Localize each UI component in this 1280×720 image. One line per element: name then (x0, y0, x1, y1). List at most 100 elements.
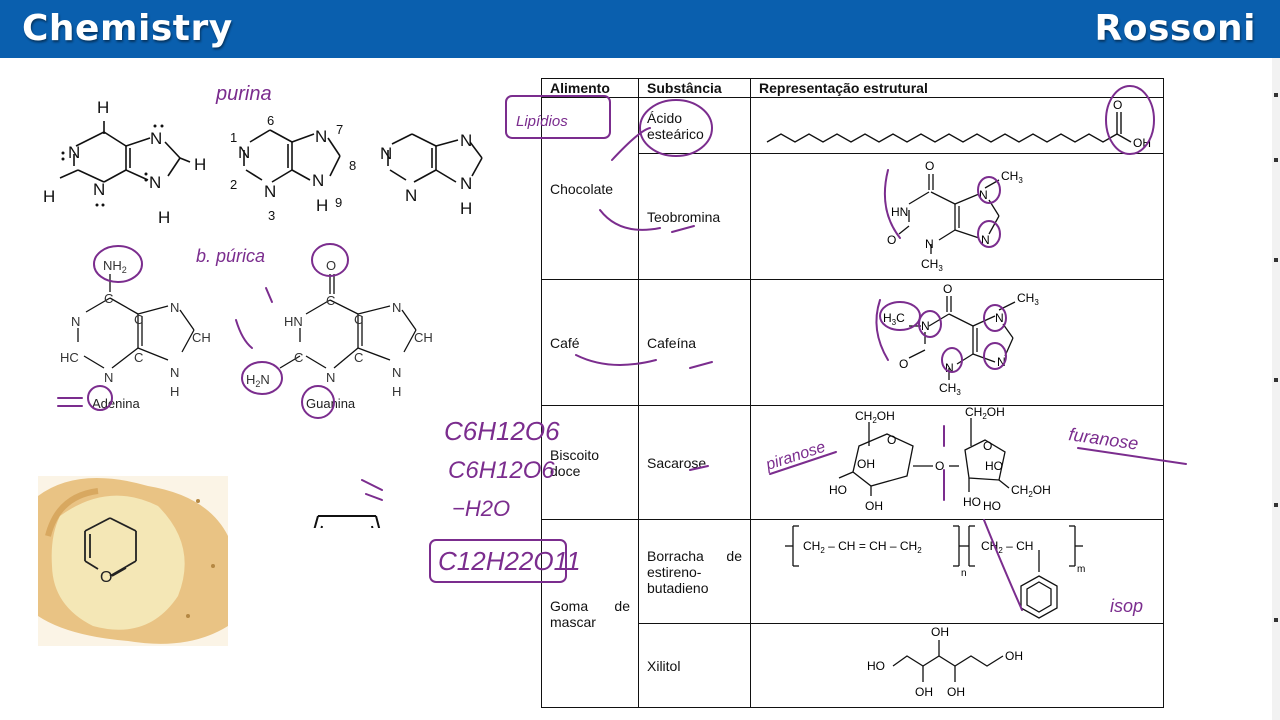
atom-n: N (460, 174, 472, 193)
furan-structure (313, 515, 381, 528)
atom-o: O (326, 258, 336, 273)
ch-text: CH (939, 381, 956, 395)
position-number: 1 (230, 130, 237, 145)
atom-n: N (170, 365, 179, 380)
cell-food: Café (541, 279, 639, 406)
cell-structure-stearic: O OH (750, 97, 1164, 154)
ch-text: CH (855, 409, 872, 423)
atom-oh: OH (865, 499, 883, 513)
sbr-chain-2: CH2 – CH (981, 539, 1033, 555)
subscript-m: m (1077, 564, 1085, 575)
cell-structure-theobromine: O CH3 HN N N O N CH3 (750, 153, 1164, 280)
atom-n: N (315, 127, 327, 146)
header-alimento: Alimento (541, 78, 639, 98)
cell-substance: Ácido esteárico (638, 97, 751, 154)
purine-structures: H N N N N H H H N N N N H 1 2 3 6 7 (43, 98, 483, 528)
atom-n: N (264, 182, 276, 201)
ch-text: CH (1016, 539, 1033, 553)
subscript: 2 (122, 265, 127, 275)
atom-o: O (899, 357, 908, 371)
atom-c: C (354, 312, 363, 327)
adenine-atoms: NH2 C N HC N C C N CH N H (60, 258, 211, 399)
atom-n: N (170, 300, 179, 315)
sbr-structure: CH2 – CH = CH – CH2 CH2 – CH n m (785, 525, 1085, 619)
cell-structure-sucrose: CH2OH CH2OH O OH O O HO HO OH HO CH2OH H… (750, 405, 1164, 520)
atom-o: O (925, 159, 934, 173)
purine-numbers: 1 2 3 6 7 8 9 (230, 113, 356, 223)
position-number: 3 (268, 208, 275, 223)
atom-o: O (983, 439, 992, 453)
h-text: H (246, 372, 255, 387)
atom-oh: OH (931, 625, 949, 639)
cell-substance: Sacarose (638, 405, 751, 520)
xylitol-structure: OH HO OH OH OH (867, 625, 1023, 699)
table-row: Chocolate Ácido esteárico O OH (541, 97, 1164, 280)
purine-skeletal-atoms: N N N N H (380, 131, 472, 218)
atom-ho: HO (963, 495, 981, 509)
atom-h-top: H (97, 98, 109, 117)
right-edge-strip (1272, 58, 1280, 720)
atom-h-left: H (43, 187, 55, 206)
subscript-n: n (961, 568, 967, 579)
table-row: Xilitol OH HO OH OH OH (542, 623, 1164, 708)
atom-n: N (238, 143, 250, 162)
atom-o: O (887, 233, 896, 247)
purine-numbered (243, 129, 341, 183)
atom-ch2oh: CH2OH (1011, 483, 1051, 499)
atom-ho: HO (985, 459, 1003, 473)
stearic-acid-structure: O OH (766, 98, 1151, 150)
atom-oh: OH (947, 685, 965, 699)
subscript: 3 (956, 388, 961, 397)
ch-text: CH (838, 539, 855, 553)
position-number: 7 (336, 122, 343, 137)
purine-skeletal (387, 133, 483, 183)
atom-c: C (354, 350, 363, 365)
atom-n: N (392, 300, 401, 315)
header-substancia: Substância (638, 78, 751, 98)
atom-h: H (316, 196, 328, 215)
atom-n: N (945, 361, 954, 375)
atom-oh: OH (1133, 136, 1151, 150)
ch-text: CH (965, 406, 982, 419)
sucrose-structure: CH2OH CH2OH O OH O O HO HO OH HO CH2OH H… (829, 405, 1051, 513)
atom-o: O (943, 282, 952, 296)
table-row: Goma de mascar Borracha de estireno-buta… (541, 519, 1164, 708)
atom-ho: HO (829, 483, 847, 497)
ch-text: CH (1017, 291, 1034, 305)
atom-oh: OH (1005, 649, 1023, 663)
cell-food: Chocolate (541, 97, 639, 280)
cell-structure-xylitol: OH HO OH OH OH (750, 623, 1164, 708)
atom-o: O (1113, 98, 1122, 112)
position-number: 2 (230, 177, 237, 192)
atom-ch: CH3 (1017, 291, 1039, 307)
atom-n: N (405, 186, 417, 205)
ch-text: CH (981, 539, 998, 553)
purine-numbered-atoms: N N N N H (238, 127, 328, 215)
header-title-left: Chemistry (22, 8, 233, 49)
cell-structure-caffeine: O CH3 H3C N N N O N CH3 (750, 279, 1164, 406)
cell-food: Goma de mascar (541, 519, 639, 708)
cell-substance: Teobromina (638, 153, 751, 280)
atom-c: C (104, 291, 113, 306)
atom-c: C (294, 350, 303, 365)
atom-n1: N (68, 143, 80, 162)
ch-text: CH (900, 539, 917, 553)
header-title-right: Rossoni (1094, 8, 1256, 49)
table-header-row: Alimento Substância Representação estrut… (541, 78, 1164, 98)
atom-h: H (170, 384, 179, 399)
food-substance-table: Alimento Substância Representação estrut… (541, 78, 1164, 708)
position-number: 6 (267, 113, 274, 128)
cell-food: Biscoito doce (541, 405, 639, 520)
h-text: H (883, 311, 892, 325)
adenine-label: Adenina (92, 396, 140, 411)
table-row: Café Cafeína O (541, 279, 1164, 406)
header-representacao: Representação estrutural (750, 78, 1164, 98)
atom-n: N (326, 370, 335, 385)
atom-h3c: H3C (883, 311, 905, 327)
subscript: 2 (872, 416, 877, 425)
atom-h-right: H (194, 155, 206, 174)
potato-image: O (38, 476, 228, 646)
atom-ch2oh: CH2OH (965, 406, 1005, 421)
atom-nh2: NH2 (103, 258, 127, 275)
atom-c: C (134, 350, 143, 365)
